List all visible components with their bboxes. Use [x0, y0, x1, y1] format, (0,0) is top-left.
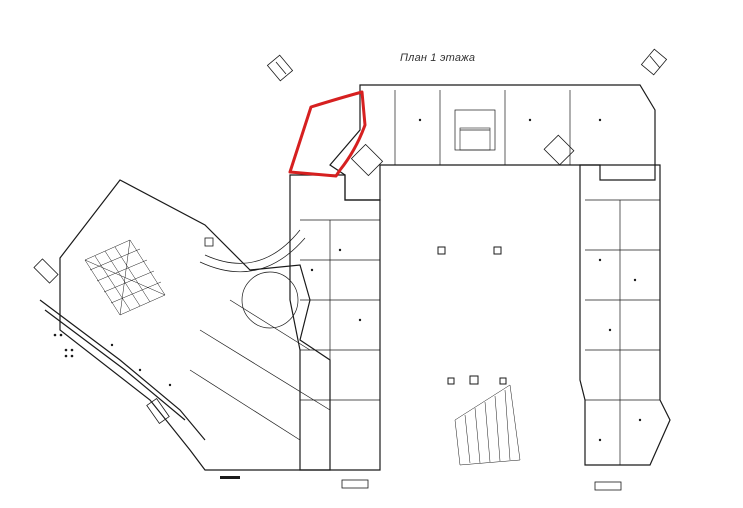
ramp	[454, 384, 521, 466]
corner-symbols	[266, 48, 668, 82]
atrium-grid	[84, 239, 166, 316]
highlighted-unit[interactable]	[288, 90, 367, 178]
courtyard-columns	[437, 246, 507, 385]
plan-title: План 1 этажа	[400, 52, 476, 64]
detail-marks	[33, 118, 642, 491]
room-walls	[189, 90, 660, 470]
